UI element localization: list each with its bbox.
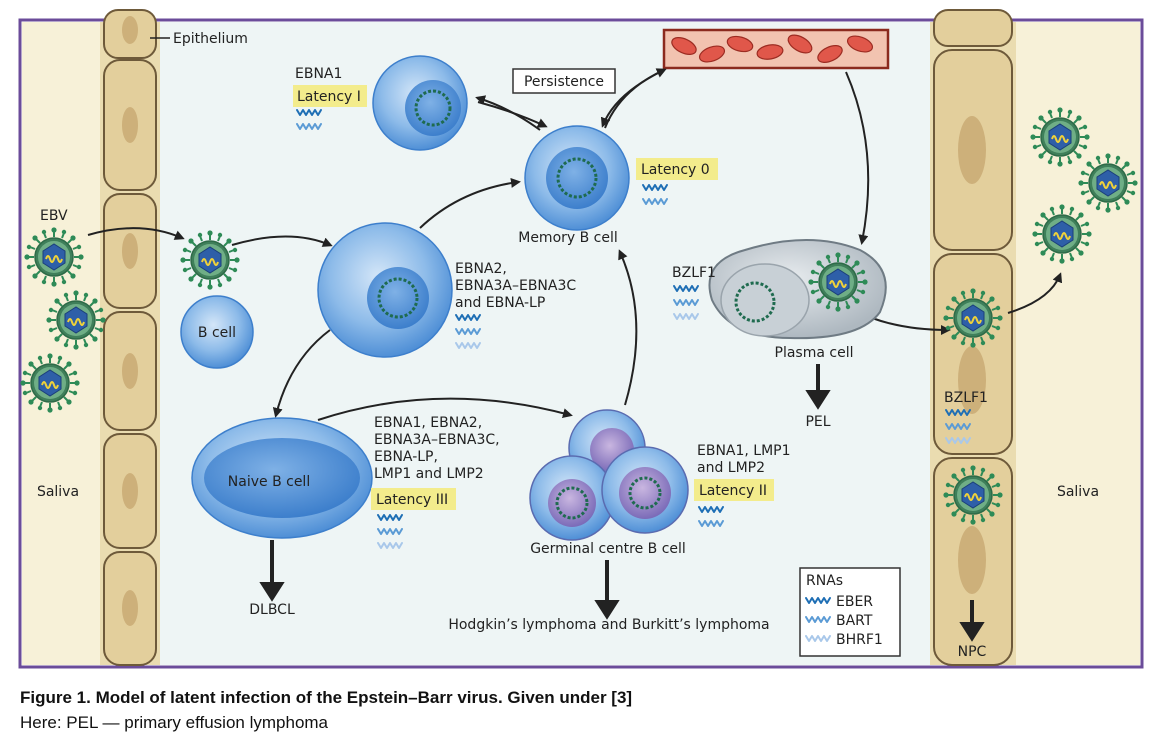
latency-3-gene-1: EBNA1, EBNA2, <box>374 415 482 431</box>
flow-arrows <box>87 68 1063 421</box>
latency-2-label: Latency II <box>699 483 767 499</box>
latency-1-label: Latency I <box>297 89 361 105</box>
germinal-centre-label: Germinal centre B cell <box>530 541 686 557</box>
ebv-virus-icon <box>19 352 81 414</box>
figure-caption-note: Here: PEL — primary effusion lymphoma <box>20 713 329 732</box>
arrow-bcell-to-activated <box>231 235 333 247</box>
naive-b-cell <box>191 417 373 539</box>
rna-legend: RNAs EBER BART BHRF1 <box>799 567 901 657</box>
b-cell-label: B cell <box>198 325 236 341</box>
npc-label: NPC <box>958 644 987 660</box>
latency-3-label: Latency III <box>376 492 448 508</box>
naive-b-cell-label: Naive B cell <box>228 474 310 490</box>
legend-item-eber: EBER <box>836 594 873 610</box>
arrow-activated-to-memory <box>419 178 521 229</box>
figure-caption-title: Figure 1. Model of latent infection of t… <box>20 688 633 707</box>
activated-b-cell <box>317 222 453 358</box>
ebv-label: EBV <box>40 208 68 224</box>
ebv-virus-icon <box>23 226 85 288</box>
activated-gene-2: EBNA3A–EBNA3C <box>455 278 576 294</box>
ebv-virus-icon <box>1077 152 1139 214</box>
ebv-virus-icon <box>942 464 1004 526</box>
blood-vessel <box>662 28 890 70</box>
latency-1-highlight <box>293 85 367 107</box>
arrow-vessel-to-memory <box>600 71 661 128</box>
arrow-activated-to-naive <box>272 329 331 418</box>
plasma-cell-label: Plasma cell <box>775 345 854 361</box>
epithelium-right <box>930 9 1016 666</box>
ebv-virus-icon <box>1031 203 1093 265</box>
latency-2-gene-2: and LMP2 <box>697 460 765 476</box>
tissue-region <box>160 22 930 665</box>
legend-item-bhrf1: BHRF1 <box>836 632 883 648</box>
dlbcl-label: DLBCL <box>249 602 295 618</box>
legend-title: RNAs <box>806 573 843 589</box>
latency-1-cell <box>372 55 468 151</box>
bzlf1-epithelium-label: BZLF1 <box>944 390 988 406</box>
activated-gene-1: EBNA2, <box>455 261 507 277</box>
epithelium-label: Epithelium <box>173 31 248 47</box>
arrow-vessel-to-plasma <box>845 71 870 245</box>
germinal-centre-cells <box>529 409 689 541</box>
ebv-virus-icon <box>942 287 1004 349</box>
b-cell <box>180 295 254 369</box>
ebv-virus-icon <box>807 251 869 313</box>
latency-2-gene-1: EBNA1, LMP1 <box>697 443 791 459</box>
arrow-ebv-to-bcell <box>87 227 185 240</box>
legend-item-bart: BART <box>836 613 873 629</box>
ebv-virus-icon <box>179 229 241 291</box>
outcome-arrows <box>259 364 985 642</box>
latency-2-highlight <box>694 479 774 501</box>
arrow-latency1-to-memory <box>477 101 548 128</box>
bzlf1-plasma-label: BZLF1 <box>672 265 716 281</box>
epithelium-left <box>100 9 160 666</box>
arrow-epithelium-to-saliva <box>1007 272 1063 314</box>
ebv-virus-icon <box>1029 106 1091 168</box>
plasma-cell <box>708 239 887 340</box>
pel-label: PEL <box>805 414 830 430</box>
arrow-plasma-to-epithelium <box>871 317 951 335</box>
arrow-gc-to-memory <box>618 249 638 406</box>
latency-3-gene-4: LMP1 and LMP2 <box>374 466 484 482</box>
saliva-right-label: Saliva <box>1057 484 1099 500</box>
lymphoma-label: Hodgkin’s lymphoma and Burkitt’s lymphom… <box>448 617 769 633</box>
memory-b-cell <box>524 125 630 231</box>
memory-b-cell-label: Memory B cell <box>518 230 618 246</box>
persistence-box <box>512 68 616 94</box>
ebv-virus-icon <box>45 289 107 351</box>
arrow-naive-to-gc <box>317 397 573 421</box>
activated-gene-3: and EBNA-LP <box>455 295 545 311</box>
latency-3-gene-3: EBNA-LP, <box>374 449 438 465</box>
saliva-left-region <box>22 22 100 665</box>
latency-1-gene: EBNA1 <box>295 66 342 82</box>
persistence-label: Persistence <box>524 74 604 90</box>
latency-3-highlight <box>371 488 456 510</box>
latency-0-highlight <box>636 158 718 180</box>
saliva-left-label: Saliva <box>37 484 79 500</box>
latency-0-label: Latency 0 <box>641 162 710 178</box>
latency-3-gene-2: EBNA3A–EBNA3C, <box>374 432 500 448</box>
